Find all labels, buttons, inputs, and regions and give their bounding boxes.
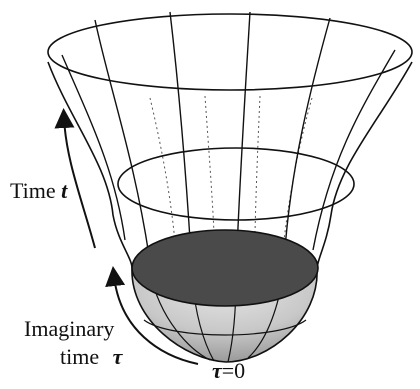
time-label: Time t [10,178,67,204]
hidden-meridians [149,95,313,243]
middle-ring [117,147,355,221]
time-word: Time [10,178,56,203]
junction-disk [131,229,319,307]
real-time-arrow [54,108,96,249]
top-rim [47,13,413,91]
tau-symbol: τ [112,344,123,369]
tau-zero-value: =0 [221,358,246,383]
imaginary-time-word: time [60,344,100,369]
time-symbol: t [61,178,68,203]
surface-right-silhouette [316,61,413,269]
imaginary-label-line1: Imaginary [24,316,115,341]
tau-zero-symbol: τ [212,358,222,383]
surface-left-silhouette [47,61,133,269]
imaginary-label-line2: time τ [60,344,122,370]
tau-zero-label: τ=0 [212,358,245,384]
imaginary-time-arrow [105,266,199,365]
